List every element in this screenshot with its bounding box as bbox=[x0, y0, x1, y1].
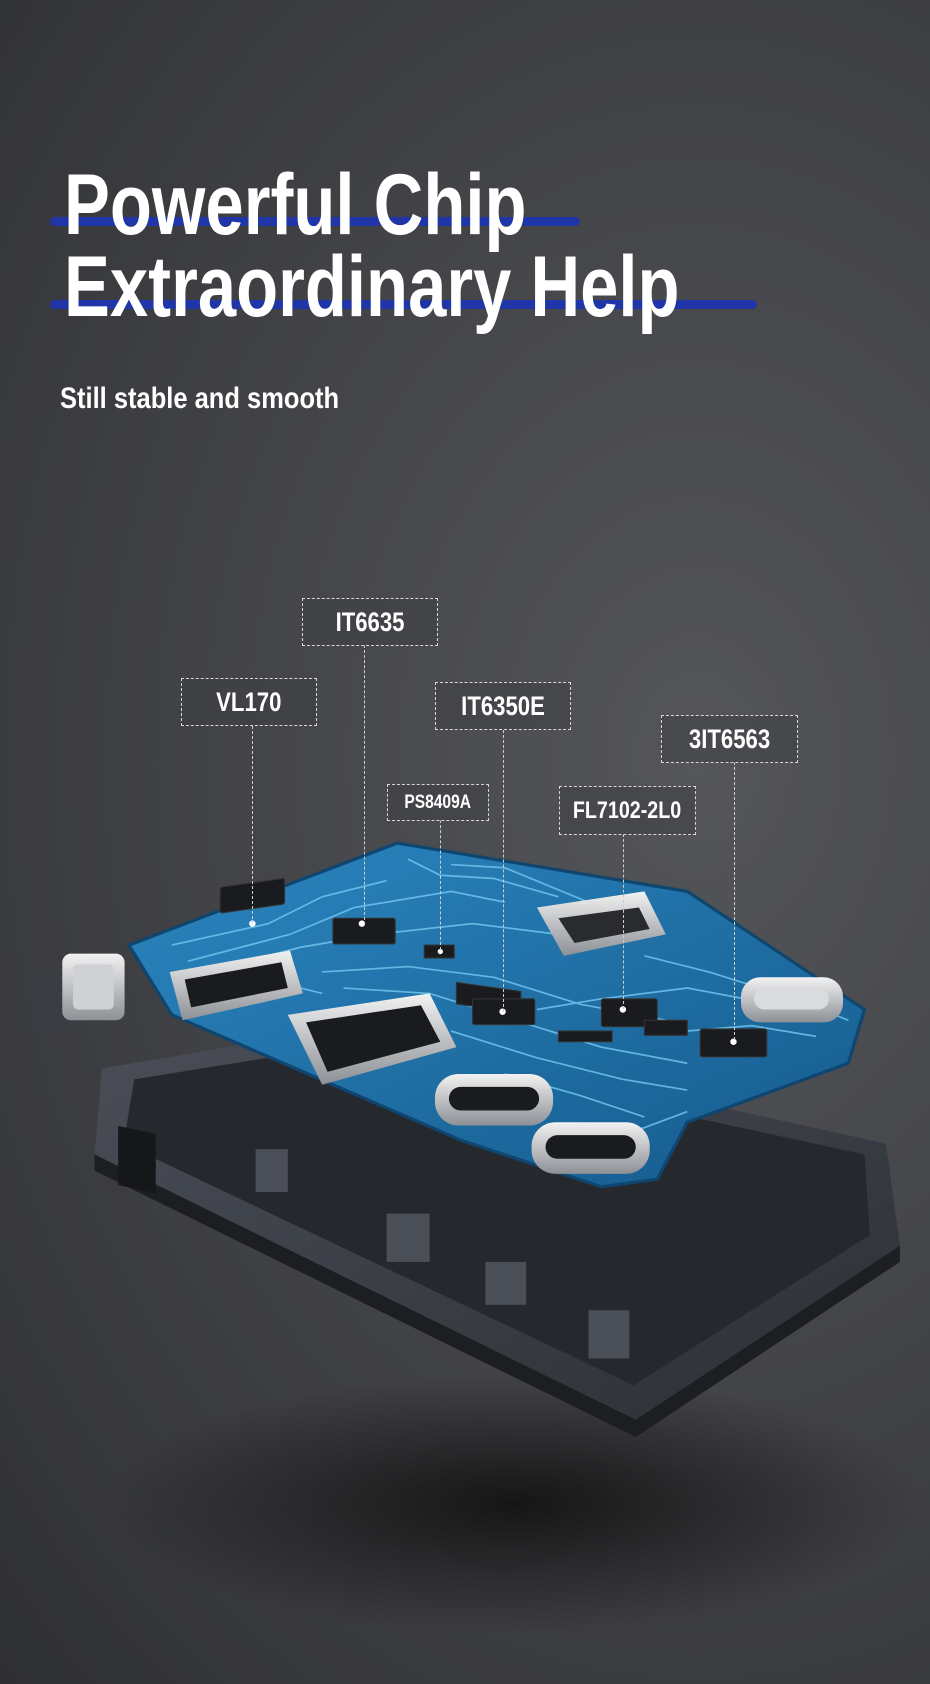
leader-line-fl7102 bbox=[623, 834, 624, 1009]
chip-label-vl170: VL170 bbox=[181, 678, 317, 726]
usb-c-port-1 bbox=[434, 1073, 554, 1126]
chip-label-text: PS8409A bbox=[404, 791, 472, 813]
chip-label-text: VL170 bbox=[216, 686, 282, 717]
chip-misc-2 bbox=[643, 1019, 688, 1036]
sd-card-slot bbox=[536, 891, 666, 956]
headline-underline-1 bbox=[50, 217, 580, 226]
chip-label-text: IT6350E bbox=[461, 690, 545, 721]
drop-shadow bbox=[107, 1374, 924, 1633]
chip-misc-3 bbox=[557, 1030, 613, 1043]
chip-label-3it6563: 3IT6563 bbox=[661, 715, 798, 763]
chip-label-text: FL7102-2L0 bbox=[573, 796, 682, 824]
leader-line-3it6563 bbox=[734, 762, 735, 1040]
leader-line-ps8409a bbox=[440, 820, 441, 950]
subtitle: Still stable and smooth bbox=[60, 382, 340, 415]
chip-label-fl7102: FL7102-2L0 bbox=[559, 786, 696, 835]
chip-label-text: 3IT6563 bbox=[688, 723, 771, 754]
pcb-board bbox=[126, 841, 867, 1189]
headline-line-1: Powerful Chip bbox=[64, 157, 527, 253]
end-cap-piece bbox=[30, 953, 125, 1032]
usb-c-port-right bbox=[740, 977, 844, 1023]
leader-line-it6635 bbox=[364, 645, 365, 925]
chip-label-ps8409a: PS8409A bbox=[387, 784, 489, 821]
leader-line-it6350e bbox=[503, 730, 504, 1012]
chip-fl7102 bbox=[600, 998, 658, 1028]
displayport-port bbox=[287, 993, 457, 1085]
chip-label-it6635: IT6635 bbox=[302, 598, 438, 646]
chip-label-it6350e: IT6350E bbox=[435, 682, 571, 730]
leader-line-vl170 bbox=[252, 726, 253, 924]
chip-label-text: IT6635 bbox=[335, 606, 405, 637]
hdmi-port bbox=[169, 950, 303, 1021]
headline-underline-2 bbox=[50, 300, 757, 309]
headline-line-2: Extraordinary Help bbox=[64, 239, 680, 335]
usb-c-port-2 bbox=[531, 1122, 650, 1174]
